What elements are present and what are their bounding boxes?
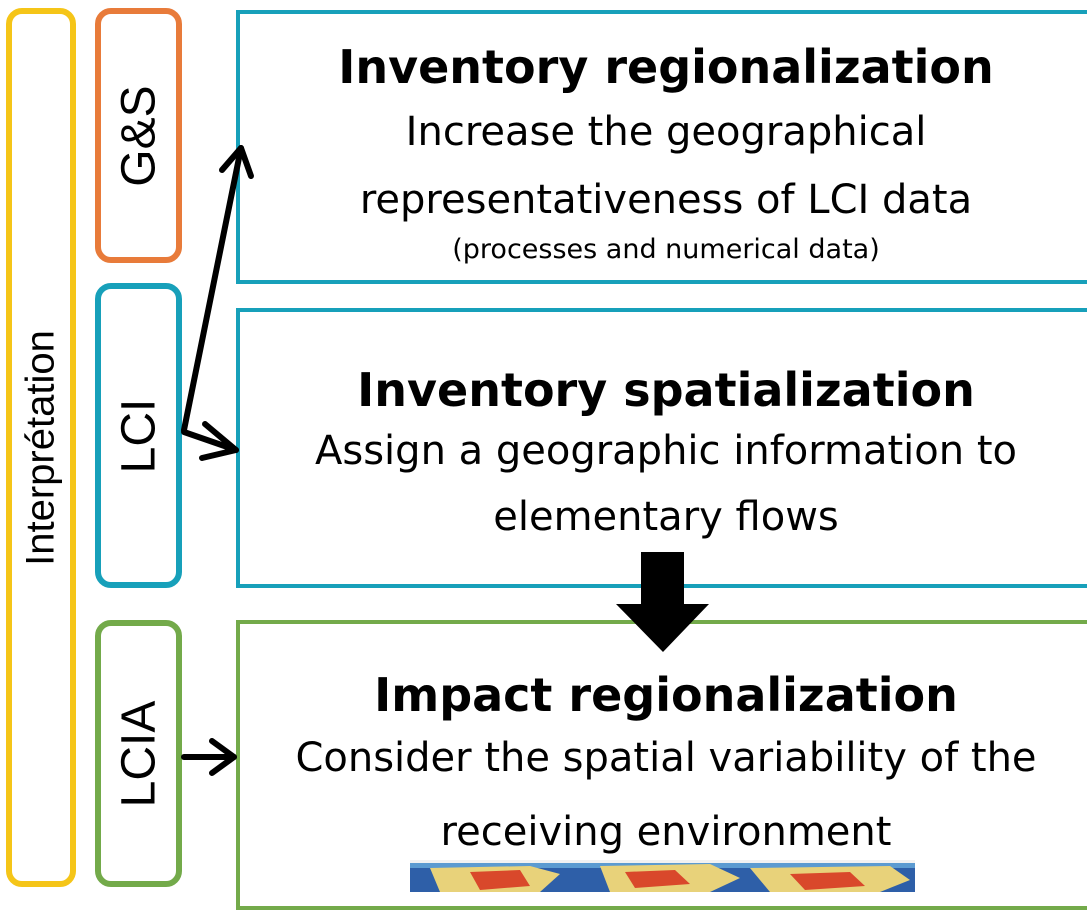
inventory-spatialization-title: Inventory spatialization xyxy=(357,363,975,417)
lcia-box: LCIA xyxy=(95,620,182,887)
inventory-spatialization-panel: Inventory spatialization Assign a geogra… xyxy=(236,308,1087,588)
inventory-spatialization-line2: elementary flows xyxy=(493,494,839,540)
inventory-regionalization-line1: Increase the geographical xyxy=(405,109,927,155)
interpretation-frame: Interprétation xyxy=(6,8,76,887)
down-arrow-spatialization-to-impact xyxy=(616,552,709,652)
world-map-thumbnail xyxy=(410,860,915,892)
inventory-regionalization-panel: Inventory regionalization Increase the g… xyxy=(236,10,1087,284)
impact-regionalization-title: Impact regionalization xyxy=(374,668,958,722)
inventory-regionalization-line2: representativeness of LCI data xyxy=(359,177,973,223)
arrow-lci-to-regionalization xyxy=(181,145,254,433)
lci-box: LCI xyxy=(95,283,182,588)
impact-regionalization-line2: receiving environment xyxy=(440,809,892,855)
arrow-lci-to-spatialization xyxy=(181,421,239,461)
inventory-regionalization-title: Inventory regionalization xyxy=(338,40,994,94)
impact-regionalization-line1: Consider the spatial variability of the xyxy=(295,735,1037,781)
arrow-lcia-to-impact xyxy=(181,738,237,776)
inventory-regionalization-note: (processes and numerical data) xyxy=(452,234,880,265)
inventory-spatialization-line1: Assign a geographic information to xyxy=(315,428,1017,474)
gs-box: G&S xyxy=(95,8,182,263)
